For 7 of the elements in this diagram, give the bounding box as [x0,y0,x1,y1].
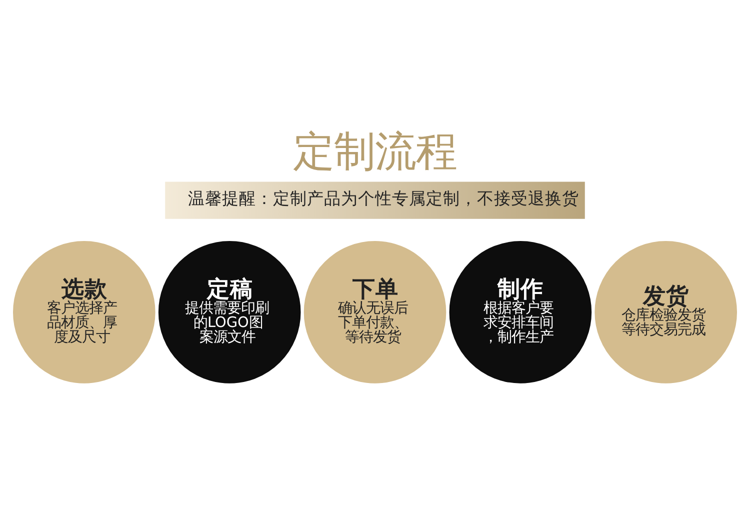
node-circle: 选款 客户选择产品材质、厚度及尺寸 [13,240,156,383]
diagram-title: 定制流程 [293,126,457,175]
node-box: 温馨提醒：定制产品为个性专属定制，不接受退换货 [165,181,585,218]
node-circle: 定稿 提供需要印刷的LOGO图案源文件 [158,240,301,383]
node-circle: 下单 确认无误后下单付款、等待发货 [304,240,446,383]
node-circle: 发货 仓库检验发货等待交易完成 [594,240,737,383]
node-circle: 制作 根据客户要求安排车间，制作生产 [449,240,592,383]
